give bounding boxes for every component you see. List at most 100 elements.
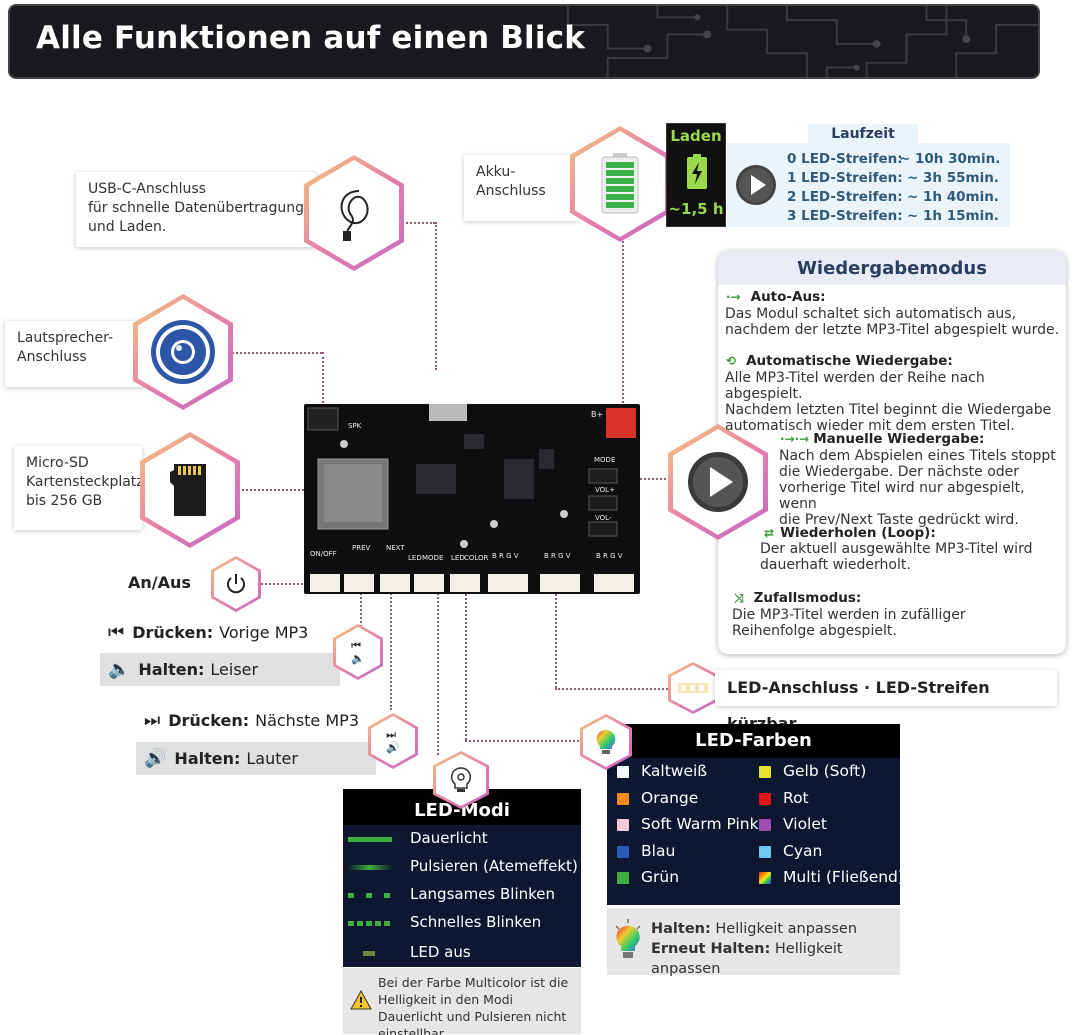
connector-ledport-h [555,688,671,690]
connector-spk-h [232,352,322,354]
connector-ledcolor-v [465,590,467,740]
board-label-volup: VOL+ [595,486,615,494]
color-swatch [759,766,771,778]
akku-hex [570,126,670,242]
connector-mode [636,478,670,480]
ledport-label: LED-Anschluss · LED-Streifen kürzbar [715,670,1057,733]
board-label-mode2: MODE [594,456,616,464]
manual-play-icon: ·→·→ [780,432,810,446]
prev-hex: ⏮🔈 [333,624,383,680]
rgb-lightbulb-icon [596,729,616,754]
color-swatch [617,845,629,858]
led-mode-row: LED aus [343,939,581,967]
connector-usb-h [395,222,435,224]
next-icon: ⏭ [144,710,161,731]
speaker-icon [151,320,215,384]
playback-item-title: ·→Auto-Aus: [726,289,826,305]
connector-ledport-v [555,590,557,688]
prev-volume-icon: ⏮🔈 [336,627,380,677]
color-swatch [759,819,771,831]
charge-box: Laden ~1,5 h [666,123,726,227]
speaker-hex [133,294,233,410]
playback-item-title: ·→·→Manuelle Wiedergabe: [780,431,985,447]
playback-item-text: Alle MP3-Titel werden der Reihe nach abg… [725,370,1052,434]
ledmode-hex [433,751,489,809]
board-label-voldown: VOL- [595,514,612,522]
sd-label: Micro-SD Kartensteckplatz bis 256 GB [14,446,144,530]
connector-spk-v [322,352,324,407]
circuit-pattern [566,6,1038,77]
shuffle-icon: ⤨ [734,591,744,605]
playback-item-text: Nach dem Abspielen eines Titels stoppt d… [779,448,1056,528]
board-label-bat: B+ [591,410,604,419]
board-label-color: COLOR [464,554,489,562]
off-swatch [363,951,375,956]
header-banner: Alle Funktionen auf einen Blick [8,4,1040,79]
board-label-mode: MODE [422,554,444,562]
board-label-prev: PREV [352,544,371,552]
play-icon [688,452,748,512]
pulse-swatch [348,865,392,870]
hold-brightness-line: Halten: Helligkeit anpassen [651,921,858,937]
ledport-hex [668,662,718,714]
board-label-led2: LED [451,554,465,562]
battery-charging-icon [687,154,707,189]
color-swatch [617,792,629,805]
board-label-spk: SPK [348,422,362,430]
sd-hex [140,432,240,548]
next-hold-row: 🔊Halten:Lauter [136,742,376,775]
prev-icon: ⏮ [108,622,125,643]
prev-hold-row: 🔈Halten:Leiser [100,653,340,686]
page-title: Alle Funktionen auf einen Blick [36,20,586,56]
circuit-board: SPK ON/OFF PREV NEXT LED MODE LED COLOR … [304,399,640,594]
rehold-brightness-line: Erneut Halten: Helligkeit anpassen [651,941,843,977]
playback-item-title: ⟲Automatische Wiedergabe: [726,353,953,369]
slow-blink-swatch [348,893,392,898]
fast-blink-swatch [348,921,392,926]
battery-icon [601,153,639,214]
volume-down-icon: 🔈 [108,659,131,680]
color-swatch [759,845,771,858]
runtime-box: 0 LED-Streifen:~ 10h 30min. 1 LED-Streif… [727,143,1010,227]
connector-prev [360,590,362,630]
microsd-card-icon [170,464,206,516]
led-modes-panel: LED-Modi Dauerlicht Pulsieren (Atemeffek… [343,789,581,967]
charge-title: Laden [670,127,722,145]
color-swatch [617,766,629,778]
loop-icon: ⇄ [764,526,775,540]
color-swatch [759,872,771,884]
led-mode-row: Pulsieren (Atemeffekt) [343,853,581,881]
playback-item-title: ⇄Wiederholen (Loop): [764,525,936,541]
color-swatch [617,872,629,884]
board-label-led: LED [408,554,422,562]
lightbulb-gear-icon [450,767,472,792]
connector-ledcolor-h [465,740,583,742]
solid-swatch [348,837,392,842]
led-modes-note: Bei der Farbe Multicolor ist die Helligk… [343,968,581,1035]
led-strip-icon [678,683,708,693]
playback-item-text: Das Modul schaltet sich automatisch aus,… [725,306,1060,338]
auto-off-icon: ·→ [726,290,741,304]
akku-label: Akku- Anschluss [464,155,579,221]
runtime-title: Laufzeit [808,124,918,145]
auto-play-icon: ⟲ [726,354,737,368]
runtime-row: 1 LED-Streifen:~ 3h 55min. [787,170,999,186]
led-modes-note-text: Bei der Farbe Multicolor ist die Helligk… [378,975,569,1035]
next-volume-icon: ⏭🔊 [371,716,415,766]
connector-usb-v [435,222,437,370]
prev-press-row: ⏮Drücken:Vorige MP3 [100,616,336,649]
pcb-illustration [307,399,636,592]
runtime-row: 0 LED-Streifen:~ 10h 30min. [787,151,1001,167]
runtime-row: 2 LED-Streifen:~ 1h 40min. [787,189,999,205]
usb-hex [304,155,404,271]
warning-icon [350,990,372,1010]
connector-next [390,590,392,710]
volume-up-icon: 🔊 [144,748,167,769]
connector-sd [235,489,327,491]
playback-mode-panel: Wiedergabemodus ·→Auto-Aus: Das Modul sc… [718,251,1066,654]
playback-title: Wiedergabemodus [718,251,1066,285]
next-press-row: ⏭Drücken:Nächste MP3 [136,704,372,737]
charge-time: ~1,5 h [668,200,724,218]
board-label-brgv: B R G V [544,552,571,560]
